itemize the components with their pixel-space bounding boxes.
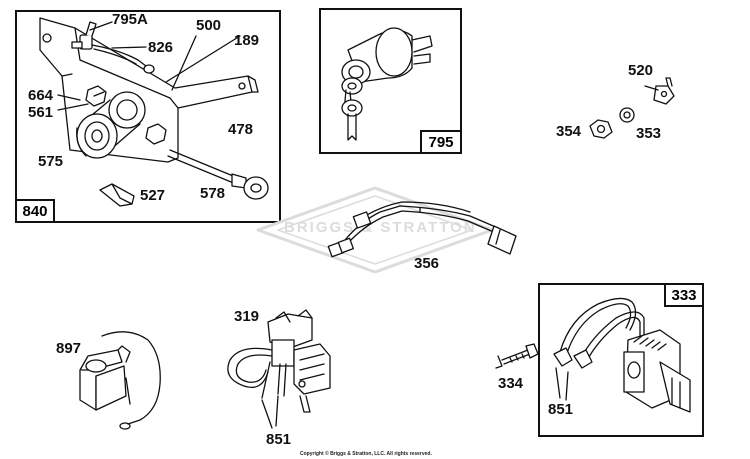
callout-box-333: 333	[664, 283, 704, 307]
wire-826	[91, 44, 155, 74]
part-label-354: 354	[556, 123, 582, 140]
coil-319	[227, 309, 331, 413]
part-label-356: 356	[414, 255, 440, 272]
armature-897	[79, 331, 161, 430]
copyright-notice: Copyright © Briggs & Stratton, LLC. All …	[300, 451, 432, 457]
part-label-319: 319	[234, 308, 260, 325]
ignition-switch	[341, 27, 433, 141]
part-label-353: 353	[636, 125, 662, 142]
bracket-520	[653, 77, 675, 105]
nut-664	[85, 85, 107, 107]
part-label-561: 561	[28, 104, 54, 121]
nut-lower	[145, 123, 167, 145]
frame-795	[319, 8, 462, 154]
callout-box-795: 795	[420, 130, 462, 154]
part-label-334: 334	[498, 375, 524, 392]
cable-578	[167, 149, 269, 200]
screw-334	[495, 343, 539, 369]
solenoid-body	[76, 91, 146, 159]
part-label-851-left: 851	[266, 431, 292, 448]
part-label-478: 478	[228, 121, 254, 138]
frame-333	[538, 283, 704, 437]
washer-353	[619, 107, 635, 123]
nut-354	[589, 119, 613, 139]
harness-356	[327, 201, 517, 258]
watermark-text: BRIGGS & STRATTON	[284, 219, 477, 236]
frame-840	[15, 10, 281, 223]
part-label-578: 578	[200, 185, 226, 202]
part-label-664: 664	[28, 87, 54, 104]
part-label-575: 575	[38, 153, 64, 170]
coil-assembly-333	[553, 297, 691, 413]
part-label-520: 520	[628, 62, 654, 79]
clip-527	[99, 183, 135, 207]
part-label-826: 826	[148, 39, 174, 56]
watermark-badge	[256, 186, 494, 274]
part-label-500: 500	[196, 17, 222, 34]
part-label-851-right: 851	[548, 401, 574, 418]
part-label-189: 189	[234, 32, 260, 49]
part-label-897: 897	[56, 340, 82, 357]
part-label-527: 527	[140, 187, 166, 204]
part-label-795A: 795A	[112, 11, 148, 28]
callout-box-840: 840	[15, 199, 55, 223]
